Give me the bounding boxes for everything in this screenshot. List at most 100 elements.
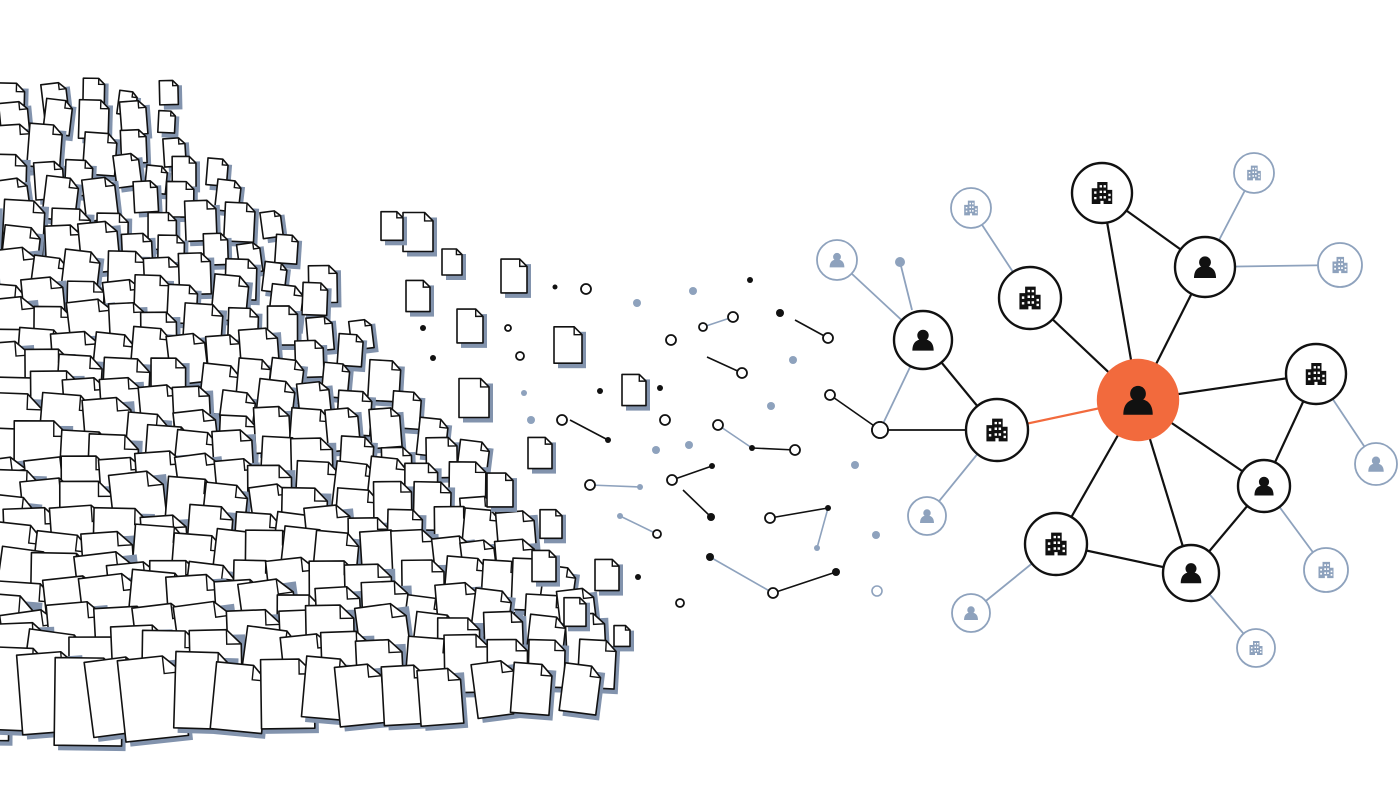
document-icon: [158, 79, 183, 110]
document-icon: [132, 180, 163, 218]
link-line: [769, 507, 829, 519]
document-icon: [594, 558, 623, 596]
document-pile: [0, 77, 650, 752]
building-node: [1236, 628, 1276, 668]
document-icon: [156, 109, 180, 139]
network-nodes: [816, 152, 1398, 668]
scatter-dot: [657, 385, 663, 391]
link-line: [751, 447, 796, 451]
scatter-dot: [824, 389, 836, 401]
document-icon: [301, 281, 332, 321]
document-icon: [500, 258, 531, 298]
document-icon: [222, 201, 260, 248]
scatter-dot: [430, 355, 436, 361]
person-node: [1173, 235, 1237, 299]
document-icon: [333, 663, 391, 732]
person-node: [1236, 458, 1292, 514]
document-icon: [416, 667, 469, 731]
link-line: [706, 356, 743, 374]
scatter-dot: [776, 309, 784, 317]
document-icon: [273, 233, 303, 270]
scatter-dot: [822, 332, 834, 344]
building-node: [964, 397, 1030, 463]
document-icon: [558, 661, 606, 721]
building-node: [1317, 242, 1363, 288]
link-line: [829, 394, 881, 431]
scatter-dot: [659, 414, 671, 426]
scatter-dot: [789, 356, 797, 364]
link-line: [589, 484, 641, 488]
building-node: [997, 265, 1063, 331]
scatter-dot: [832, 568, 840, 576]
document-icon: [380, 210, 407, 246]
scatter-dot: [597, 388, 603, 394]
person-node: [951, 593, 991, 633]
scatter-dot: [521, 390, 527, 396]
document-icon: [112, 152, 147, 193]
scatter-dot: [736, 367, 748, 379]
scatter-dot: [895, 257, 905, 267]
scatter-dot: [504, 324, 512, 332]
building-node: [1303, 547, 1349, 593]
link-line: [794, 319, 829, 339]
scatter-dot: [580, 283, 592, 295]
document-icon: [563, 596, 590, 632]
document-icon: [527, 436, 556, 474]
person-node: [1161, 543, 1221, 603]
document-icon: [441, 248, 466, 280]
building-node: [950, 187, 992, 229]
scatter-dot: [767, 402, 775, 410]
document-icon: [553, 326, 586, 369]
scatter-dot: [814, 545, 820, 551]
scatter-dot: [420, 325, 426, 331]
scatter-dot: [706, 553, 714, 561]
scatter-dot: [637, 484, 643, 490]
document-icon: [531, 549, 560, 587]
scatter-dot: [617, 513, 623, 519]
scatter-dot: [675, 598, 685, 608]
scatter-dot: [727, 311, 739, 323]
document-icon: [456, 308, 487, 348]
document-icon: [405, 279, 434, 317]
scatter-dot: [789, 444, 801, 456]
scatter-dot: [851, 461, 859, 469]
document-icon: [209, 661, 272, 739]
scatter-dot: [747, 277, 753, 283]
scatter-dot: [749, 445, 755, 451]
scatter-dot: [552, 284, 558, 290]
person-node: [816, 239, 858, 281]
document-icon: [336, 332, 368, 373]
scatter-dot: [712, 419, 724, 431]
scatter-dot: [665, 334, 677, 346]
scatter-dot: [707, 513, 715, 521]
document-icon: [509, 661, 557, 721]
scatter-dot: [685, 441, 693, 449]
scatter-dot: [709, 463, 715, 469]
person-node: [1354, 442, 1398, 486]
scatter-dot: [698, 322, 708, 332]
scatter-dot: [635, 574, 641, 580]
scatter-dot: [871, 421, 889, 439]
person-node: [1096, 358, 1180, 442]
document-icon: [458, 377, 493, 423]
scatter-dot: [556, 414, 568, 426]
link-line: [816, 507, 829, 549]
scatter-dot: [515, 351, 525, 361]
document-icon: [486, 472, 517, 512]
document-icon: [368, 407, 407, 454]
scatter-dot: [689, 287, 697, 295]
document-icon: [402, 211, 437, 257]
building-node: [1233, 152, 1275, 194]
scatter-dot: [527, 416, 535, 424]
link-line: [709, 556, 774, 594]
link-line: [619, 515, 658, 535]
scatter-dot: [666, 474, 678, 486]
building-node: [1070, 161, 1134, 225]
link-line: [569, 419, 609, 441]
scatter-dot: [767, 587, 779, 599]
scatter-dot: [825, 505, 831, 511]
document-icon: [539, 508, 566, 544]
scatter-dot: [584, 479, 596, 491]
